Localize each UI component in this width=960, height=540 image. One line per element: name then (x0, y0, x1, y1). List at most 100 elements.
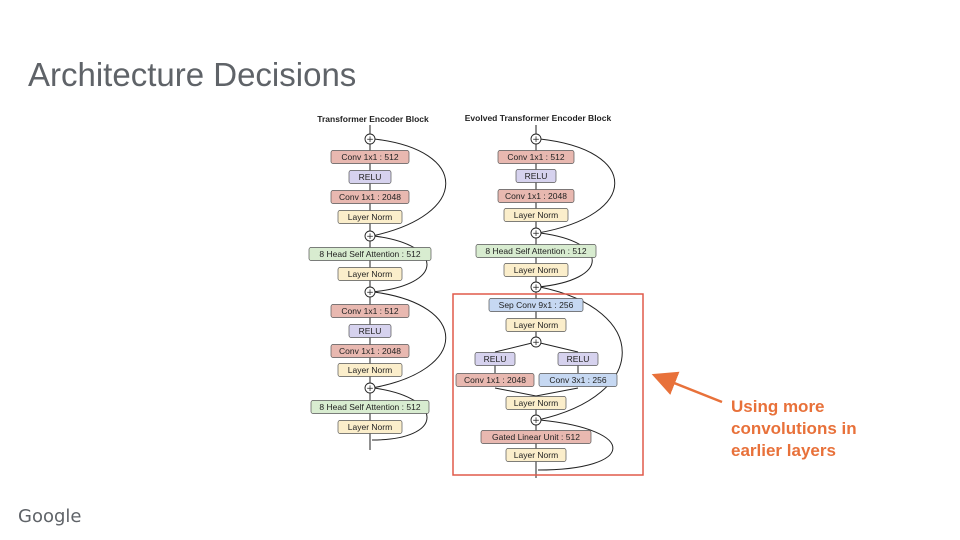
left-add-node-0: + (364, 133, 376, 145)
right-block-box (497, 150, 575, 164)
left-block-box (348, 324, 392, 338)
callout-line: Using more (731, 397, 825, 416)
right-block-13: Gated Linear Unit : 512 (480, 430, 592, 444)
plus-symbol: + (532, 229, 540, 239)
right-block-7: Layer Norm (505, 318, 567, 332)
add-circle (364, 133, 376, 145)
right-block-label: Conv 3x1 : 256 (549, 375, 606, 385)
right-block-2: Conv 1x1 : 2048 (497, 189, 575, 203)
left-block-label: Conv 1x1 : 2048 (339, 192, 401, 202)
google-logo: Google (18, 506, 82, 527)
add-circle (530, 281, 542, 293)
left-block-box (348, 170, 392, 184)
add-circle (364, 382, 376, 394)
right-block-label: Sep Conv 9x1 : 256 (499, 300, 574, 310)
left-block-2: Conv 1x1 : 2048 (330, 190, 410, 204)
left-block-label: RELU (359, 172, 382, 182)
callout-line: earlier layers (731, 441, 836, 460)
left-block-box (337, 420, 403, 434)
right-block-box (455, 373, 535, 387)
left-block-label: Conv 1x1 : 512 (341, 152, 398, 162)
plus-symbol: + (532, 338, 540, 348)
add-circle (364, 230, 376, 242)
callout-text: Using more convolutions in earlier layer… (731, 396, 857, 462)
left-block-8: Conv 1x1 : 2048 (330, 344, 410, 358)
add-circle (530, 414, 542, 426)
right-block-label: Layer Norm (514, 450, 558, 460)
right-block-box (480, 430, 592, 444)
right-block-label: Layer Norm (514, 398, 558, 408)
left-block-label: Layer Norm (348, 365, 392, 375)
plus-symbol: + (366, 135, 374, 145)
right-block-box (475, 244, 597, 258)
right-block-10: Conv 1x1 : 2048 (455, 373, 535, 387)
plus-symbol: + (532, 416, 540, 426)
left-block-box (337, 363, 403, 377)
right-block-12: Layer Norm (505, 396, 567, 410)
left-block-label: Conv 1x1 : 512 (341, 306, 398, 316)
plus-symbol: + (366, 384, 374, 394)
right-block-box (503, 208, 569, 222)
right-block-9: RELU (557, 352, 599, 366)
left-block-9: Layer Norm (337, 363, 403, 377)
left-block-box (330, 190, 410, 204)
slide-title: Architecture Decisions (28, 56, 357, 93)
right-add-node-0: + (530, 133, 542, 145)
left-block-box (310, 400, 430, 414)
right-block-label: RELU (525, 171, 548, 181)
left-add-node-3: + (364, 382, 376, 394)
plus-symbol: + (532, 135, 540, 145)
left-block-label: 8 Head Self Attention : 512 (319, 249, 420, 259)
right-block-box (497, 189, 575, 203)
right-block-14: Layer Norm (505, 448, 567, 462)
right-block-label: RELU (484, 354, 507, 364)
right-block-label: Conv 1x1 : 2048 (464, 375, 526, 385)
left-add-node-2: + (364, 286, 376, 298)
add-circle (530, 227, 542, 239)
plus-symbol: + (532, 283, 540, 293)
highlight-box (452, 293, 644, 476)
right-diagram-header: Evolved Transformer Encoder Block (465, 113, 612, 123)
left-block-label: RELU (359, 326, 382, 336)
left-block-4: 8 Head Self Attention : 512 (308, 247, 432, 261)
right-block-label: Conv 1x1 : 2048 (505, 191, 567, 201)
left-diagram-header: Transformer Encoder Block (317, 114, 429, 124)
right-block-label: Gated Linear Unit : 512 (492, 432, 580, 442)
left-block-10: 8 Head Self Attention : 512 (310, 400, 430, 414)
left-block-5: Layer Norm (337, 267, 403, 281)
left-block-3: Layer Norm (337, 210, 403, 224)
left-block-box (337, 210, 403, 224)
left-block-box (330, 150, 410, 164)
right-block-label: Conv 1x1 : 512 (507, 152, 564, 162)
left-block-0: Conv 1x1 : 512 (330, 150, 410, 164)
right-block-8: RELU (474, 352, 516, 366)
right-block-box (515, 169, 557, 183)
left-block-box (308, 247, 432, 261)
right-block-box (505, 396, 567, 410)
right-block-label: Layer Norm (514, 265, 558, 275)
left-block-1: RELU (348, 170, 392, 184)
left-block-box (330, 344, 410, 358)
left-block-7: RELU (348, 324, 392, 338)
right-block-label: 8 Head Self Attention : 512 (485, 246, 586, 256)
right-block-0: Conv 1x1 : 512 (497, 150, 575, 164)
right-block-label: Layer Norm (514, 320, 558, 330)
add-circle (364, 286, 376, 298)
right-block-box (557, 352, 599, 366)
left-block-label: Layer Norm (348, 422, 392, 432)
right-block-1: RELU (515, 169, 557, 183)
left-block-11: Layer Norm (337, 420, 403, 434)
left-add-node-1: + (364, 230, 376, 242)
left-block-6: Conv 1x1 : 512 (330, 304, 410, 318)
left-block-box (330, 304, 410, 318)
callout-arrow (651, 371, 723, 404)
right-add-node-3: + (530, 336, 542, 348)
callout-line: convolutions in (731, 419, 857, 438)
right-block-box (488, 298, 584, 312)
right-block-11: Conv 3x1 : 256 (538, 373, 618, 387)
right-add-node-1: + (530, 227, 542, 239)
plus-symbol: + (366, 288, 374, 298)
right-block-box (474, 352, 516, 366)
right-block-3: Layer Norm (503, 208, 569, 222)
